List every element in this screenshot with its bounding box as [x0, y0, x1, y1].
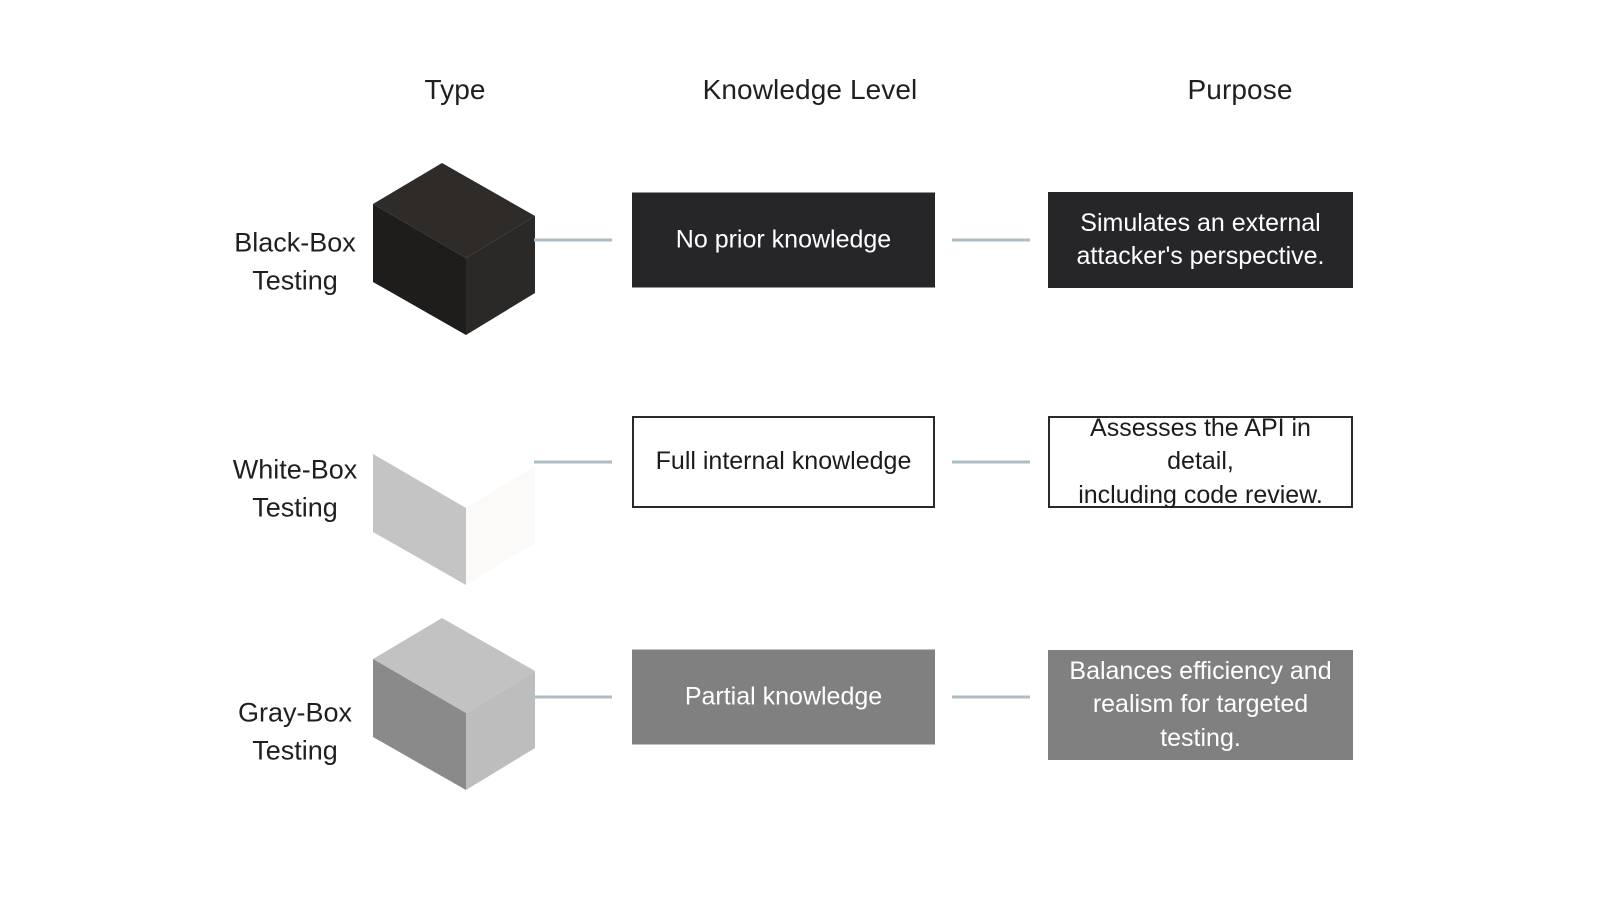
type-label-white-box: White-Box Testing [180, 451, 410, 528]
purpose-cell-line2: attacker's perspective. [1076, 242, 1325, 270]
purpose-cell-white-box: Assesses the API in detail, including co… [1048, 414, 1353, 509]
connector-line-type-to-knowledge-row2 [534, 460, 612, 464]
type-label-line2: Testing [252, 736, 338, 766]
connector-line-type-to-knowledge-row3 [534, 695, 612, 699]
type-label-gray-box: Gray-Box Testing [180, 694, 410, 771]
knowledge-cell-gray-box: Partial knowledge [632, 649, 935, 745]
column-header-knowledge-level: Knowledge Level [702, 74, 918, 105]
black-cube-icon [368, 148, 540, 345]
knowledge-cell-black-box: No prior knowledge [632, 192, 935, 288]
knowledge-cell-line1: No prior knowledge [675, 225, 892, 254]
type-label-line1: Black-Box [234, 227, 356, 258]
type-label-line2: Testing [252, 493, 338, 523]
purpose-cell-line2: realism for targeted [1092, 690, 1309, 719]
type-label-line1: White-Box [232, 454, 358, 485]
gray-cube-icon [368, 603, 540, 800]
column-header-type: Type [424, 74, 486, 105]
column-header-purpose: Purpose [1187, 74, 1293, 105]
purpose-cell-line2: including code review. [1078, 480, 1323, 509]
purpose-cell-black-box: Simulates an external attacker's perspec… [1048, 192, 1353, 288]
purpose-cell-line1: Assesses the API in detail, [1090, 413, 1311, 476]
type-label-line1: Gray-Box [237, 697, 353, 728]
purpose-cell-line1: Balances efficiency and [1069, 656, 1332, 685]
purpose-cell-line3: testing. [1160, 723, 1241, 752]
connector-line-type-to-knowledge-row1 [534, 238, 612, 242]
connector-line-knowledge-to-purpose-row2 [952, 460, 1030, 464]
connector-line-knowledge-to-purpose-row3 [952, 695, 1030, 699]
knowledge-cell-line1: Partial knowledge [684, 682, 883, 711]
type-label-black-box: Black-Box Testing [180, 224, 410, 301]
connector-line-knowledge-to-purpose-row1 [952, 238, 1030, 242]
purpose-cell-gray-box: Balances efficiency and realism for targ… [1048, 650, 1353, 760]
knowledge-cell-line1: Full internal knowledge [655, 447, 912, 476]
purpose-cell-line1: Simulates an external [1080, 208, 1321, 237]
type-label-line2: Testing [252, 266, 338, 296]
knowledge-cell-white-box: Full internal knowledge [632, 416, 935, 508]
white-cube-icon [368, 398, 540, 595]
